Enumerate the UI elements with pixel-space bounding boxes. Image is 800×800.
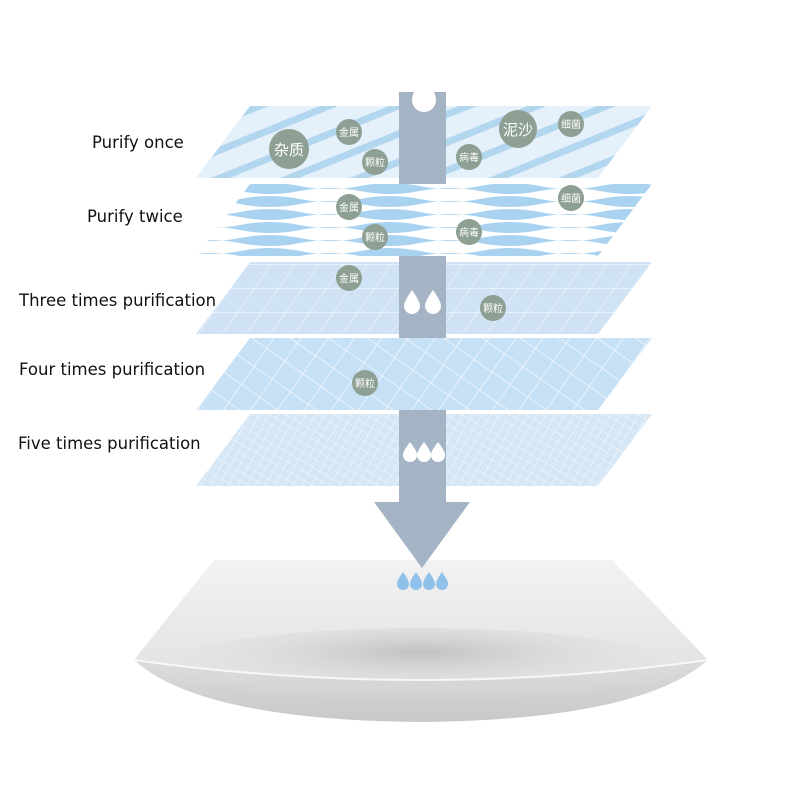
particle-bacteria: 细菌 — [558, 185, 584, 211]
particle-impurity: 杂质 — [269, 129, 309, 169]
svg-text:金属: 金属 — [339, 201, 359, 214]
particle-bacteria: 细菌 — [558, 111, 584, 137]
particle-metal: 金属 — [336, 119, 362, 145]
filter-layer-2 — [196, 184, 652, 256]
svg-text:病毒: 病毒 — [459, 151, 479, 164]
particle-metal: 金属 — [336, 194, 362, 220]
water-drops-two-icon — [404, 290, 441, 314]
svg-text:金属: 金属 — [339, 126, 359, 139]
svg-text:泥沙: 泥沙 — [503, 121, 533, 139]
svg-text:颗粒: 颗粒 — [365, 231, 385, 244]
water-drops-four-blue-icon — [397, 572, 448, 590]
layer-label-5: Five times purification — [18, 434, 201, 453]
particle-grain: 颗粒 — [362, 224, 388, 250]
svg-text:金属: 金属 — [339, 272, 359, 285]
particle-grain: 颗粒 — [362, 149, 388, 175]
particle-metal: 金属 — [336, 265, 362, 291]
particle-virus: 病毒 — [456, 144, 482, 170]
svg-text:颗粒: 颗粒 — [365, 156, 385, 169]
svg-text:杂质: 杂质 — [274, 141, 304, 159]
layer-label-4: Four times purification — [19, 360, 206, 379]
layer-label-2: Purify twice — [87, 207, 183, 226]
particle-sediment: 泥沙 — [499, 110, 537, 148]
particle-virus: 病毒 — [456, 219, 482, 245]
svg-text:颗粒: 颗粒 — [355, 377, 375, 390]
svg-text:颗粒: 颗粒 — [483, 302, 503, 315]
filter-layer-4 — [196, 338, 652, 410]
particle-grain: 颗粒 — [352, 370, 378, 396]
layer-label-3: Three times purification — [19, 291, 217, 310]
svg-text:细菌: 细菌 — [561, 192, 581, 205]
base-dish — [133, 560, 709, 722]
svg-text:病毒: 病毒 — [459, 226, 479, 239]
water-drops-three-icon — [403, 442, 445, 462]
water-drop-icon — [412, 74, 436, 112]
svg-text:细菌: 细菌 — [561, 118, 581, 131]
layer-label-1: Purify once — [92, 133, 184, 152]
particle-grain: 颗粒 — [480, 295, 506, 321]
